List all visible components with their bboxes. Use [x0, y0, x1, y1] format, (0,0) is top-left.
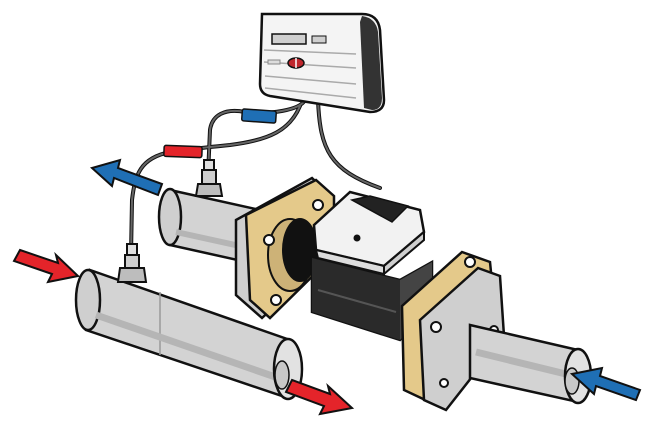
flow-meter-button [353, 234, 361, 242]
calculator-display [271, 33, 307, 45]
blue-cable-tag [241, 108, 277, 124]
flow-meter-display [349, 195, 410, 223]
inlet-lower-arrow [12, 248, 81, 284]
outlet-lower-arrow [284, 378, 355, 416]
return-temperature-sensor [116, 243, 148, 283]
inlet-arrow [569, 366, 642, 402]
flow-meter-head [312, 190, 426, 277]
calculator-unit [258, 12, 386, 114]
left-flange [234, 176, 336, 320]
supply-temperature-sensor [194, 159, 224, 197]
outlet-upper-arrow [89, 158, 164, 197]
right-inlet-pipe [468, 323, 593, 405]
red-cable-tag [163, 144, 203, 159]
